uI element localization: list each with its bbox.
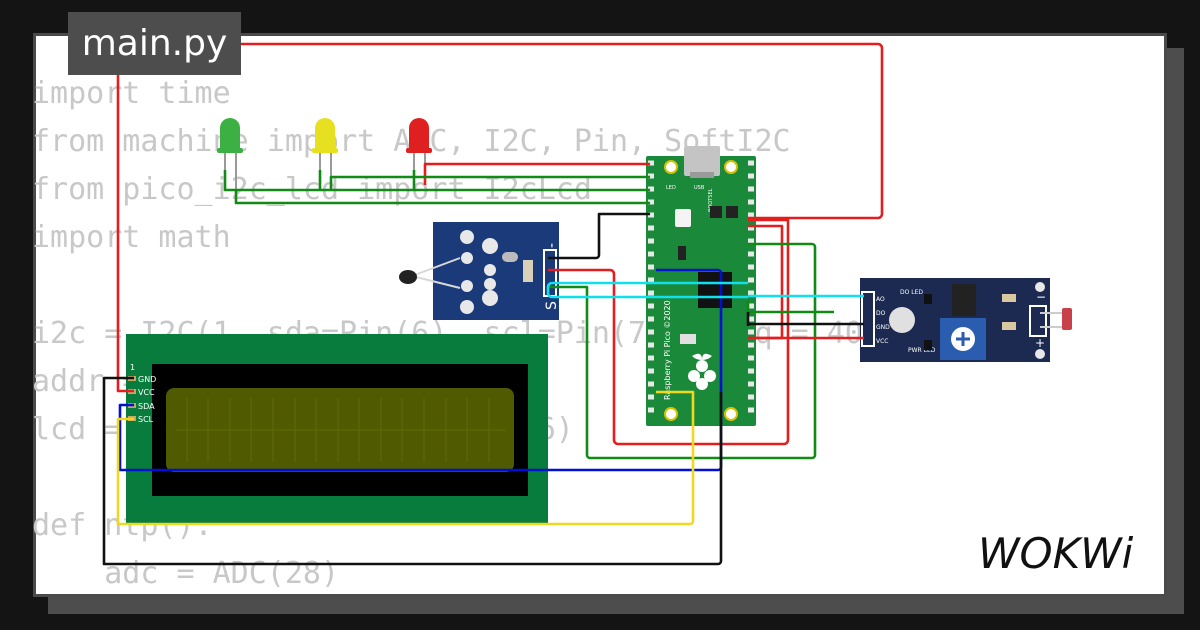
mounting-hole: [664, 160, 678, 174]
ldr-light-sensor-module[interactable]: AO DO GND VCC PWR LED DO LED − +: [860, 278, 1072, 362]
led-yellow-rim: [312, 148, 338, 153]
wire-lcd-vcc[interactable]: [116, 42, 884, 393]
lcd-pin-vcc-label: VCC: [138, 388, 155, 397]
resistor-icon: [1002, 322, 1016, 330]
rp2040-chip: [698, 272, 732, 308]
ldr-socket: [1029, 305, 1047, 337]
lcd-char-grid: [176, 398, 506, 462]
wire-led-green-cathode[interactable]: [223, 170, 650, 192]
code-line: import time: [32, 76, 231, 111]
wire-ntc-signal[interactable]: [548, 242, 817, 460]
lcd-display[interactable]: 1 GND VCC SDA SCL: [126, 334, 548, 524]
ntc-minus-icon: -: [544, 243, 560, 248]
wire-lcd-gnd[interactable]: [102, 376, 723, 566]
potentiometer-knob-icon[interactable]: [889, 307, 915, 333]
wire-ntc-vcc[interactable]: [548, 218, 790, 446]
led-red-bulb: [409, 118, 429, 152]
solder-pad: [461, 252, 473, 264]
mounting-hole: [724, 407, 738, 421]
solder-pad: [461, 280, 473, 292]
resistor-icon: [523, 260, 533, 282]
mounting-hole: [1035, 282, 1045, 292]
wire-ldr-do[interactable]: [746, 300, 834, 314]
smd-component-icon: [924, 340, 932, 350]
led-label: LED: [666, 185, 676, 191]
wire-ldr-gnd[interactable]: [746, 312, 864, 326]
led-red-rim: [406, 148, 432, 153]
wire-ntc-gnd[interactable]: [548, 212, 650, 260]
lcd-pin-number: 1: [130, 363, 135, 372]
ldr-leads: [1040, 312, 1062, 328]
trimmer-cross-icon: [956, 332, 970, 346]
resistor-icon: [502, 252, 518, 262]
raspberry-pi-pico[interactable]: USB LED BOOTSEL Raspberry Pi Pico ©2020: [646, 146, 756, 426]
usb-label: USB: [694, 185, 705, 191]
wire-led-red[interactable]: [423, 162, 650, 185]
mounting-hole: [724, 160, 738, 174]
smd-component-icon: [924, 294, 932, 304]
wire-led-ground[interactable]: [318, 170, 416, 190]
ldr-plus-label: +: [1035, 336, 1045, 350]
ntc-signal-label: S: [544, 301, 560, 310]
ntc-temperature-module[interactable]: - S: [399, 222, 560, 320]
thermistor-leads: [411, 257, 461, 289]
led-red[interactable]: [406, 118, 432, 185]
lcd-pin-sda-label: SDA: [138, 402, 155, 411]
code-line: import math: [32, 220, 231, 255]
lcd-pin-gnd-label: GND: [138, 375, 156, 384]
usb-port-icon: [690, 172, 714, 178]
chip-icon: [710, 206, 722, 218]
ldr-do-led-label: DO LED: [900, 289, 923, 296]
wires: [102, 42, 884, 566]
photoresistor-icon: [1062, 308, 1072, 330]
wire-ldr-ao[interactable]: [546, 281, 864, 299]
pico-vertical-label: Raspberry Pi Pico ©2020: [663, 300, 672, 400]
raspberry-logo-icon: [688, 353, 716, 390]
usb-connector: [684, 146, 720, 176]
wokwi-logo: WOKWi: [978, 529, 1134, 578]
ldr-minus-label: −: [1036, 290, 1046, 304]
led-yellow[interactable]: [312, 118, 338, 190]
mounting-hole: [460, 230, 474, 244]
wire-lcd-scl[interactable]: [116, 390, 695, 526]
solder-pad: [484, 264, 496, 276]
smd-component-icon: [680, 334, 696, 344]
code-line: adc = ADC(28): [32, 556, 340, 591]
ldr-pin-vcc-label: VCC: [876, 338, 888, 345]
lcd-pin-scl-label: SCL: [138, 415, 154, 424]
mounting-hole: [664, 407, 678, 421]
ntc-board: [433, 222, 559, 320]
solder-pad: [484, 278, 496, 290]
ldr-pin-header: [861, 291, 875, 347]
mounting-hole: [1035, 349, 1045, 359]
ldr-pin-gnd-label: GND: [876, 324, 890, 331]
ldr-pin-ao-label: AO: [876, 296, 885, 303]
chip-icon: [678, 246, 686, 260]
solder-pad: [482, 238, 498, 254]
bootsel-label: BOOTSEL: [708, 188, 714, 212]
chip-icon: [726, 206, 738, 218]
ldr-pwr-led-label: PWR LED: [908, 347, 936, 354]
thermistor-icon: [399, 270, 417, 284]
led-yellow-bulb: [315, 118, 335, 152]
ldr-pin-do-label: DO: [876, 310, 886, 317]
led-green-bulb: [220, 118, 240, 152]
pico-pin-headers[interactable]: [648, 160, 754, 413]
bootsel-button[interactable]: [675, 209, 691, 227]
code-line: from machine import ADC, I2C, Pin, SoftI…: [32, 124, 791, 159]
mounting-hole: [460, 300, 474, 314]
comparator-chip-icon: [952, 284, 976, 316]
resistor-icon: [1002, 294, 1016, 302]
led-green[interactable]: [217, 118, 243, 190]
wire-led-yellow[interactable]: [329, 175, 650, 190]
file-tab[interactable]: main.py: [68, 12, 241, 75]
wire-led-green-anode[interactable]: [234, 190, 650, 205]
solder-pad: [482, 290, 498, 306]
led-green-rim: [217, 148, 243, 153]
